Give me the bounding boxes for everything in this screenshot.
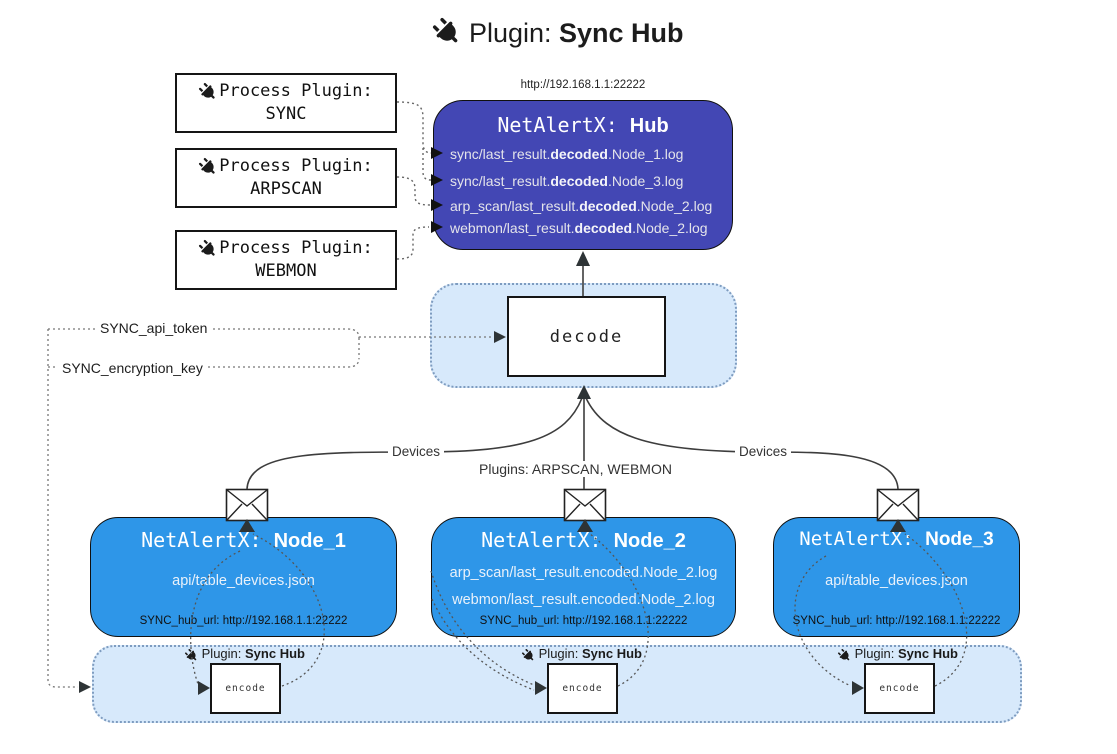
encoder-plugin-label: Plugin: Sync Hub — [145, 646, 345, 662]
hub-title: NetAlertX: Hub — [434, 113, 732, 138]
encode-box-node3: encode — [864, 663, 935, 714]
page-title-prefix: Plugin: — [468, 18, 560, 48]
node-title: NetAlertX: Node_2 — [481, 528, 686, 552]
hub-log-line: sync/last_result.decoded.Node_3.log — [450, 173, 684, 189]
encoder-plugin-label: Plugin: Sync Hub — [482, 646, 682, 662]
node-hub-url: SYNC_hub_url: http://192.168.1.1:22222 — [139, 615, 348, 627]
process-plugin-edges — [396, 101, 432, 260]
hub-log-line: arp_scan/last_result.decoded.Node_2.log — [450, 198, 713, 214]
hub-title-name: Hub — [629, 115, 669, 137]
node-title: NetAlertX: Node_3 — [799, 528, 994, 550]
process-plugin-label: Process Plugin: — [219, 81, 373, 102]
node-file-line: webmon/last_result.encoded.Node_2.log — [452, 592, 715, 608]
hub-url-label: http://192.168.1.1:22222 — [520, 79, 646, 91]
process-plugin-name: SYNC — [265, 104, 307, 124]
decode-box: decode — [507, 296, 666, 377]
node-hub-url: SYNC_hub_url: http://192.168.1.1:22222 — [792, 615, 1001, 627]
encoder-plugin-label: Plugin: Sync Hub — [798, 646, 998, 662]
node-1-box: NetAlertX: Node_1 api/table_devices.json… — [90, 517, 397, 637]
plugins-label: Plugins: ARPSCAN, WEBMON — [475, 461, 676, 477]
sync-api-token-label: SYNC_api_token — [96, 320, 212, 336]
plug-icon — [196, 79, 221, 104]
encode-box-node2: encode — [547, 663, 618, 714]
process-plugin-name: WEBMON — [255, 261, 317, 281]
devices-label-left: Devices — [388, 444, 445, 459]
plug-icon — [196, 236, 221, 261]
devices-label-right: Devices — [735, 444, 792, 459]
arrowhead-into-hub — [576, 251, 590, 266]
process-plugin-label: Process Plugin: — [219, 156, 373, 177]
hub-log-line: webmon/last_result.decoded.Node_2.log — [450, 220, 708, 236]
node-file-line: api/table_devices.json — [825, 573, 968, 589]
process-plugin-webmon: Process Plugin: WEBMON — [175, 230, 397, 290]
plug-icon — [519, 646, 537, 664]
encode-label: encode — [562, 683, 603, 694]
process-plugin-name: ARPSCAN — [250, 179, 322, 199]
hub-log-line: sync/last_result.decoded.Node_1.log — [450, 146, 684, 162]
encode-label: encode — [879, 683, 920, 694]
arrowhead-into-bottom-band — [79, 681, 91, 693]
node-2-box: NetAlertX: Node_2 arp_scan/last_result.e… — [431, 517, 736, 637]
sync-encryption-key-label: SYNC_encryption_key — [58, 360, 207, 376]
page-title: Plugin: Sync Hub — [0, 18, 1117, 49]
hub-title-prefix: NetAlertX: — [497, 113, 630, 137]
process-plugin-label: Process Plugin: — [219, 238, 373, 259]
plug-icon — [835, 646, 853, 664]
page-title-name: Sync Hub — [559, 18, 684, 48]
node-file-line: api/table_devices.json — [172, 573, 315, 589]
envelope-icon — [876, 488, 920, 522]
process-plugin-arpscan: Process Plugin: ARPSCAN — [175, 148, 397, 208]
node-3-box: NetAlertX: Node_3 api/table_devices.json… — [773, 517, 1020, 637]
plug-icon — [182, 646, 200, 664]
node-file-line: arp_scan/last_result.encoded.Node_2.log — [449, 565, 718, 581]
envelope-icon — [563, 488, 607, 522]
node-hub-url: SYNC_hub_url: http://192.168.1.1:22222 — [479, 615, 688, 627]
encode-label: encode — [225, 683, 266, 694]
node-title: NetAlertX: Node_1 — [141, 528, 346, 552]
hub-box: NetAlertX: Hub sync/last_result.decoded.… — [433, 100, 733, 250]
envelope-icon — [225, 488, 269, 522]
plug-icon — [428, 12, 468, 52]
process-plugin-sync: Process Plugin: SYNC — [175, 73, 397, 133]
plug-icon — [196, 154, 221, 179]
encode-box-node1: encode — [210, 663, 281, 714]
decode-label: decode — [549, 326, 624, 347]
